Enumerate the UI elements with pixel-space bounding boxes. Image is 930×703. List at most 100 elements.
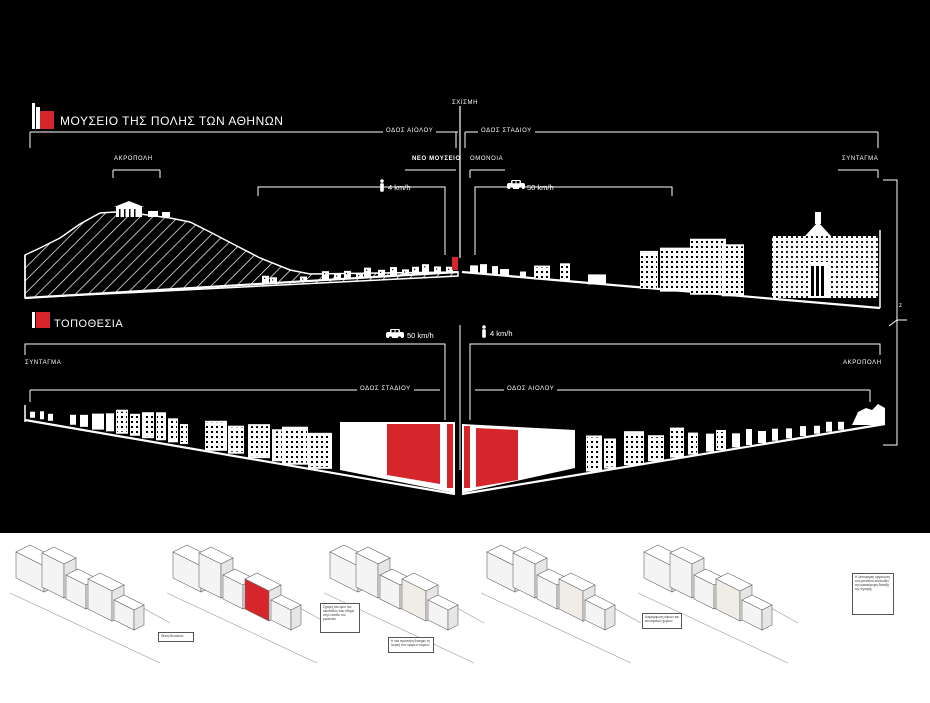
building	[334, 273, 341, 280]
building	[356, 273, 363, 279]
facade-windows	[605, 440, 615, 467]
facade-windows	[661, 249, 689, 291]
building	[322, 271, 329, 281]
facade-windows	[117, 411, 127, 432]
axis-gizmo	[888, 308, 907, 327]
block-side	[761, 604, 773, 631]
site-boundary	[480, 592, 632, 664]
site-boundary	[637, 592, 789, 664]
building	[378, 269, 385, 277]
facade-windows	[169, 420, 177, 441]
facade-windows	[625, 433, 643, 464]
site-boundary	[9, 592, 161, 664]
lower-walk-bracket	[469, 343, 881, 420]
diagram-note-5: Η λειτουργική οργάνωση του μουσείου ακολ…	[852, 573, 894, 615]
lower-ground-right	[461, 422, 886, 496]
facade-windows	[587, 437, 601, 470]
window	[414, 268, 416, 270]
car-bracket	[474, 186, 673, 255]
car-icon	[507, 180, 525, 190]
diagram-note-1: Θέση Μουσείου	[158, 632, 194, 642]
facade-windows	[691, 240, 725, 294]
parliament-building	[772, 212, 878, 298]
building	[758, 431, 766, 444]
building	[364, 267, 371, 278]
building	[470, 265, 478, 274]
axonometric-diagram-strip: Θέση Μουσείου Σχισμή στο όριο του οικοπέ…	[0, 533, 930, 698]
facade-windows	[723, 246, 743, 296]
facade-windows	[641, 252, 657, 288]
car-speed: 50 km/h	[527, 183, 554, 192]
building	[500, 269, 509, 277]
street-label-left: ΟΔΟΣ ΑΙΟΛΟΥ	[383, 128, 437, 134]
panel-title: ΜΟΥΣΕΙΟ ΤΗΣ ΠΟΛΗΣ ΤΩΝ ΑΘΗΝΩΝ	[60, 114, 284, 128]
street-front-buildings	[30, 409, 844, 472]
building	[480, 264, 487, 275]
diagram-note-2: Σχισμή στο όριο του οικοπέδου που οδηγεί…	[320, 603, 360, 633]
building	[732, 433, 740, 448]
facade-windows	[309, 434, 331, 467]
facade-windows	[229, 427, 243, 452]
lower-street-right: ΟΔΟΣ ΑΙΟΛΟΥ	[504, 386, 558, 392]
window	[436, 268, 438, 270]
facade-windows	[671, 429, 683, 456]
lower-title-icon	[32, 312, 50, 328]
block-side	[133, 604, 145, 631]
facade-windows	[649, 437, 663, 460]
window	[448, 268, 450, 270]
diagram-note-3: Η νέα πρόσοψη διατηρεί τη λογική των όμο…	[388, 637, 434, 653]
place-omonoia: ΟΜΟΝΟΙΑ	[470, 156, 504, 162]
place-acropolis: ΑΚΡΟΠΟΛΗ	[114, 156, 153, 162]
building	[588, 274, 606, 285]
building	[412, 266, 419, 275]
building	[520, 271, 526, 278]
building	[390, 267, 397, 277]
facade-windows	[717, 431, 725, 448]
building	[344, 270, 351, 279]
window	[380, 271, 382, 274]
window	[336, 275, 338, 277]
street-label-right: ΟΔΟΣ ΣΤΑΔΙΟΥ	[478, 128, 535, 134]
diagram-note-4: Διαμόρφωση όψεων και εσωτερικών χώρων	[642, 613, 682, 629]
walk-bracket	[257, 186, 446, 255]
facade-windows	[561, 265, 569, 281]
facade-windows	[535, 267, 549, 279]
block-side	[447, 604, 459, 631]
facade-windows	[143, 414, 153, 437]
building	[746, 429, 752, 446]
ground-line-left	[24, 270, 459, 300]
axonometric-diagrams	[9, 544, 799, 664]
outer-bracket	[883, 179, 898, 446]
block-side	[604, 604, 616, 631]
distant-acropolis	[852, 404, 885, 425]
walk-speed: 4 km/h	[388, 183, 411, 192]
building	[814, 425, 820, 434]
place-new-museum: ΝΕΟ ΜΟΥΣΕΙΟ	[412, 156, 461, 162]
building	[300, 276, 307, 282]
facade-windows	[283, 428, 307, 463]
section-label: ΣΧΙΣΜΗ	[452, 100, 479, 106]
building	[40, 411, 44, 420]
museum-marker-red	[452, 257, 458, 270]
urban-section-drawing	[24, 103, 907, 496]
window	[346, 272, 348, 275]
lower-car-bracket	[24, 343, 446, 420]
building	[402, 269, 409, 276]
building	[800, 426, 806, 437]
parthenon	[114, 201, 170, 217]
facade-windows	[249, 426, 269, 457]
facade-windows	[157, 414, 165, 439]
title-icon	[32, 103, 54, 129]
lower-car-icon	[386, 329, 404, 339]
lower-place-acropolis: ΑΚΡΟΠΟΛΗ	[843, 360, 882, 366]
window	[264, 277, 266, 279]
lower-street-left: ΟΔΟΣ ΣΤΑΔΙΟΥ	[357, 386, 414, 392]
window	[404, 271, 406, 273]
place-syntagma: ΣΥΝΤΑΓΜΑ	[842, 156, 879, 162]
building	[48, 413, 53, 421]
pedestrian-icon	[378, 179, 386, 192]
lower-ground-left	[24, 418, 456, 496]
buildings-right	[470, 238, 744, 297]
window	[324, 273, 326, 275]
building	[92, 413, 104, 430]
